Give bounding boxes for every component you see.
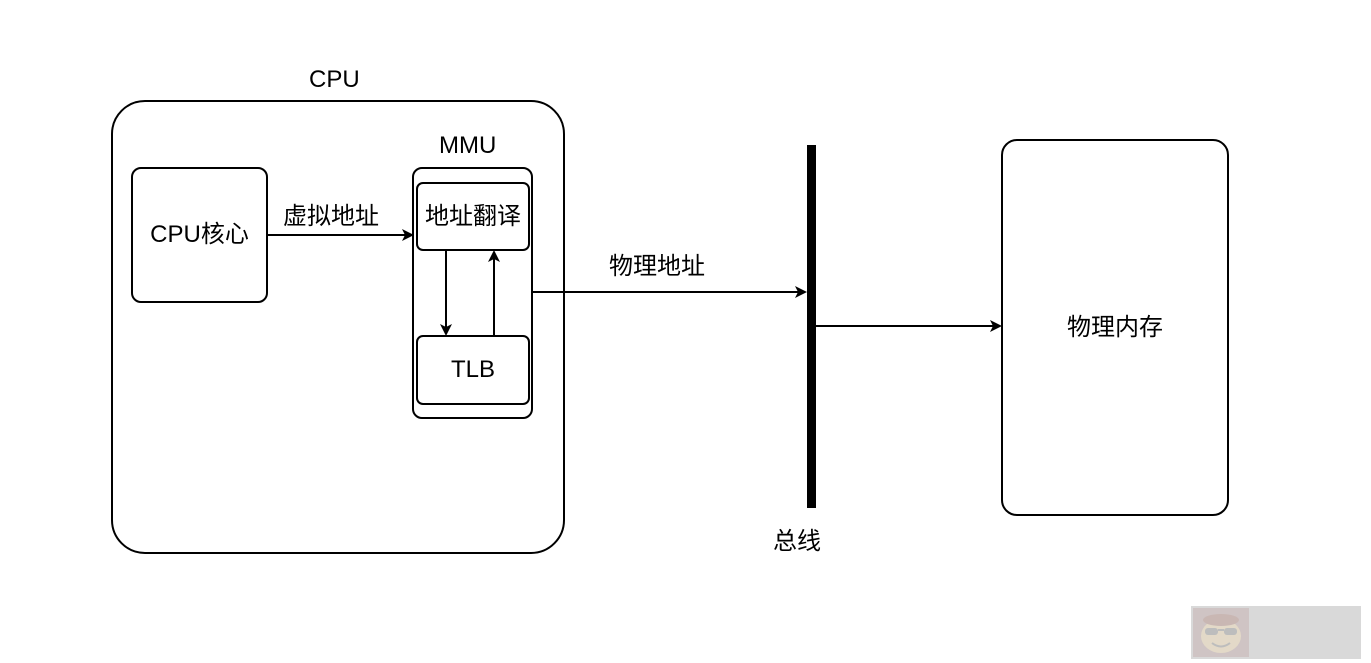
- tlb-label: TLB: [450, 356, 495, 383]
- physical-memory-node[interactable]: 物理内存: [1001, 139, 1229, 516]
- bus-label: 总线: [773, 528, 821, 555]
- cpu-core-node[interactable]: CPU核心: [131, 167, 268, 303]
- mmu-label: MMU: [439, 132, 497, 159]
- watermark-badge: [1191, 606, 1361, 659]
- address-translation-label: 地址翻译: [425, 202, 521, 230]
- address-translation-node[interactable]: 地址翻译: [416, 182, 530, 251]
- cpu-core-label: CPU核心: [150, 221, 249, 248]
- cpu-label: CPU: [309, 66, 360, 93]
- physical-address-edge-label: 物理地址: [609, 253, 705, 280]
- virtual-address-edge-label: 虚拟地址: [283, 203, 379, 230]
- bus-bar[interactable]: [807, 145, 816, 508]
- monkey-sunglasses-icon: [1193, 608, 1249, 657]
- tlb-node[interactable]: TLB: [416, 335, 530, 405]
- physical-memory-label: 物理内存: [1067, 313, 1163, 341]
